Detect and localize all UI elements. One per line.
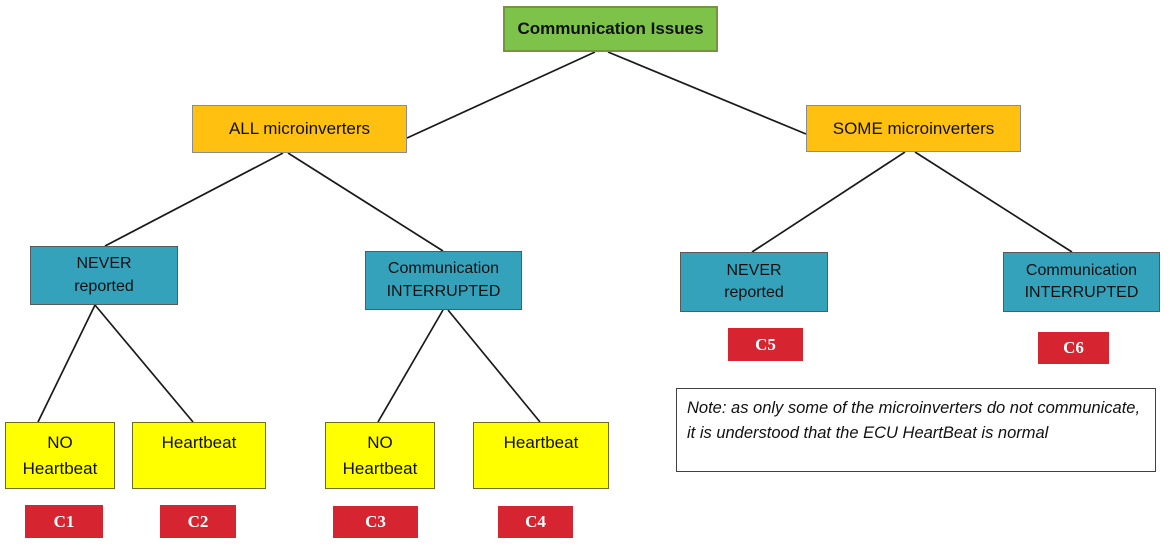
- node-some-communication-interrupted: Communication INTERRUPTED: [1003, 252, 1160, 312]
- connector-all-never: [104, 152, 284, 247]
- code-badge-c1: C1: [25, 505, 103, 538]
- connector-interrupted-heartbeat: [447, 309, 541, 423]
- node-heartbeat-1: Heartbeat: [132, 422, 266, 489]
- node-heartbeat-2: Heartbeat: [473, 422, 609, 489]
- connector-some-interrupted: [914, 151, 1073, 253]
- connector-group: [37, 51, 1073, 423]
- code-badge-c5: C5: [728, 328, 803, 361]
- code-badge-c6: C6: [1038, 332, 1109, 364]
- connector-never-heartbeat: [94, 304, 194, 423]
- note-box: Note: as only some of the microinverters…: [676, 388, 1156, 472]
- node-all-never-reported: NEVER reported: [30, 246, 178, 305]
- connector-all-interrupted: [287, 152, 444, 252]
- connector-some-never: [751, 151, 906, 253]
- root-node-communication-issues: Communication Issues: [503, 6, 718, 52]
- connector-root-some: [607, 51, 807, 135]
- node-no-heartbeat-2: NO Heartbeat: [325, 422, 435, 489]
- node-some-never-reported: NEVER reported: [680, 252, 828, 312]
- connector-interrupted-noheartbeat: [377, 309, 444, 423]
- connector-root-all: [406, 51, 596, 139]
- code-badge-c4: C4: [498, 506, 573, 538]
- code-badge-c3: C3: [333, 506, 418, 538]
- code-badge-c2: C2: [160, 505, 236, 538]
- node-some-microinverters: SOME microinverters: [806, 105, 1021, 152]
- node-all-microinverters: ALL microinverters: [192, 105, 407, 153]
- node-no-heartbeat-1: NO Heartbeat: [5, 422, 115, 489]
- node-all-communication-interrupted: Communication INTERRUPTED: [365, 251, 522, 310]
- connector-never-noheartbeat: [37, 304, 96, 423]
